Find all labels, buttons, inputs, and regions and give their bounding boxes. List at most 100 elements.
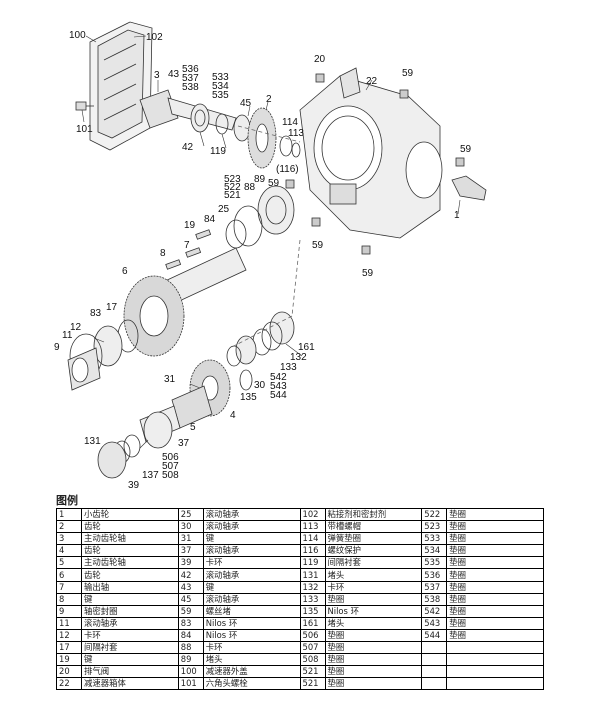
- legend-part-name: 轴密封圈: [81, 604, 179, 618]
- exploded-view-drawing: 100 102 20 22 59 536 537 538 43 3 533 53…: [54, 21, 487, 490]
- legend-part-name: 减速器箱体: [81, 677, 179, 691]
- legend-part-name: 六角头螺栓: [202, 677, 301, 691]
- legend-part-number: 20: [56, 665, 82, 679]
- callout-label: 12: [70, 322, 82, 333]
- legend-part-number: 11: [56, 616, 82, 630]
- legend-part-name: 主动齿轮轴: [81, 556, 179, 570]
- legend-title: 图例: [56, 494, 78, 507]
- legend-part-name: 键: [81, 592, 179, 606]
- legend-part-number: [421, 653, 448, 667]
- callout-label: 4: [230, 410, 236, 421]
- callout-label: 45: [240, 98, 252, 109]
- legend-part-name: [446, 677, 544, 691]
- legend-part-name: 小齿轮: [81, 507, 179, 522]
- callout-label: 521: [224, 190, 241, 201]
- legend-part-name: 键: [202, 532, 301, 546]
- legend-part-name: 垫圈: [446, 580, 544, 594]
- legend-part-name: 垫圈: [324, 641, 423, 655]
- callout-label: 102: [146, 32, 163, 43]
- legend-part-number: 100: [177, 665, 204, 679]
- legend-part-name: 垫圈: [446, 592, 544, 606]
- legend-part-number: 542: [421, 604, 448, 618]
- callout-label: 8: [160, 248, 166, 259]
- callout-label: 84: [204, 214, 216, 225]
- callout-label: 538: [182, 82, 199, 93]
- legend-part-name: 垫圈: [324, 677, 423, 691]
- legend-part-number: 39: [177, 556, 204, 570]
- screw-plugs-part: [285, 73, 465, 255]
- callout-label: 25: [218, 204, 230, 215]
- callout-label: 17: [106, 302, 118, 313]
- legend-part-name: 堵头: [324, 568, 423, 582]
- callout-label: 537: [182, 73, 199, 84]
- callout-label: 59: [460, 144, 472, 155]
- legend-part-number: [421, 677, 448, 691]
- legend-part-name: 齿轮: [81, 520, 179, 534]
- callout-label: 137: [142, 470, 159, 481]
- callout-label: 5: [190, 422, 196, 433]
- legend-part-name: 堵头: [202, 653, 301, 667]
- legend-part-number: 25: [177, 507, 204, 522]
- legend-part-name: 垫圈: [446, 520, 544, 534]
- pinion-1-part: [451, 175, 487, 201]
- legend-part-number: 2: [56, 520, 82, 534]
- keys-part: [165, 229, 212, 270]
- legend-part-number: 119: [299, 556, 326, 570]
- legend-part-number: 22: [56, 677, 82, 691]
- legend-part-number: 37: [177, 544, 204, 558]
- callout-label: 131: [84, 436, 101, 447]
- legend-part-name: 垫圈: [324, 592, 423, 606]
- callout-label: 133: [280, 362, 297, 373]
- legend-part-name: 卡环: [202, 556, 301, 570]
- legend-part-number: 114: [299, 532, 326, 546]
- callout-label: 543: [270, 381, 287, 392]
- legend-part-number: 88: [177, 641, 204, 655]
- legend-part-number: 45: [177, 592, 204, 606]
- legend-part-number: 131: [299, 568, 326, 582]
- callout-label: 37: [178, 438, 190, 449]
- legend-part-number: 7: [56, 580, 82, 594]
- legend-part-number: 543: [421, 616, 448, 630]
- callout-label: 89: [254, 174, 266, 185]
- legend-part-name: 键: [81, 653, 179, 667]
- callout-label: 11: [62, 330, 73, 341]
- callout-label: 132: [290, 352, 307, 363]
- callout-label: 59: [268, 178, 280, 189]
- legend-part-name: 滚动轴承: [81, 616, 179, 630]
- legend-part-number: 8: [56, 592, 82, 606]
- legend-part-number: 132: [299, 580, 326, 594]
- legend-part-number: 42: [177, 568, 204, 582]
- legend-part-name: 减速器外盖: [202, 665, 301, 679]
- bearing-set-part: [225, 185, 295, 249]
- legend-part-name: 带槽螺帽: [324, 520, 423, 534]
- legend-part-number: 135: [299, 604, 326, 618]
- legend-part-number: 523: [421, 520, 448, 534]
- legend-part-number: 84: [177, 628, 204, 643]
- callout-label: 31: [164, 374, 176, 385]
- legend-part-number: 161: [299, 616, 326, 630]
- callout-label: 534: [212, 81, 229, 92]
- legend-part-name: [446, 653, 544, 667]
- legend-part-number: 538: [421, 592, 448, 606]
- legend-part-name: 键: [202, 580, 301, 594]
- legend-part-number: 521: [299, 665, 326, 679]
- legend-part-number: 535: [421, 556, 448, 570]
- callout-label: 535: [212, 90, 229, 101]
- legend-part-name: 卡环: [202, 641, 301, 655]
- callout-label: 533: [212, 72, 229, 83]
- legend-part-name: 垫圈: [324, 628, 423, 643]
- legend-part-number: 544: [421, 628, 448, 643]
- legend-part-name: 垫圈: [446, 507, 544, 522]
- legend-part-number: 89: [177, 653, 204, 667]
- callout-label: 522: [224, 182, 241, 193]
